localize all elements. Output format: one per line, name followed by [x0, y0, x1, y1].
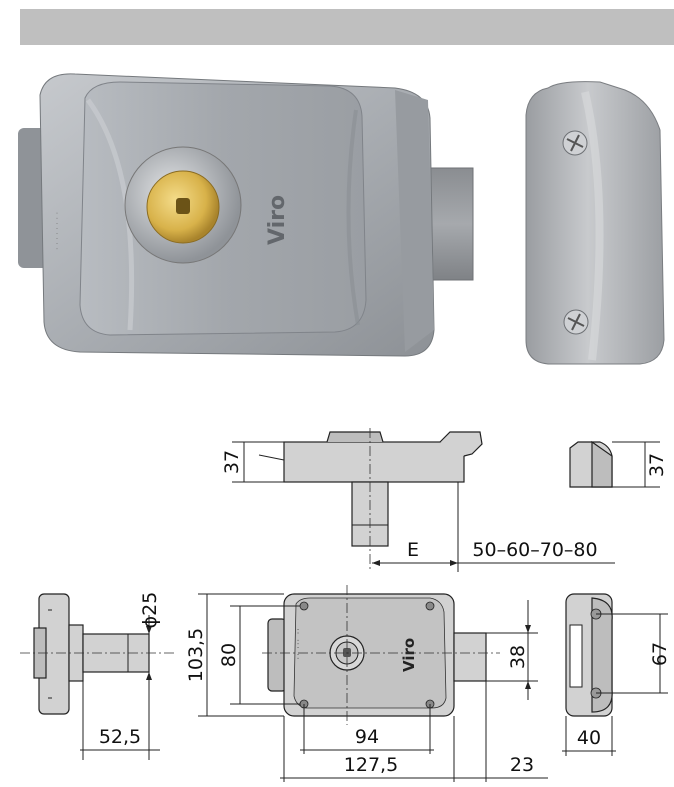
- dim-front-width-inner: 94: [355, 726, 379, 748]
- dim-cylinder-diameter: ϕ25: [139, 592, 161, 629]
- dim-keeper-height: 37: [646, 453, 668, 477]
- dim-bolt-height: 38: [507, 645, 529, 669]
- keyway: [176, 198, 190, 214]
- dim-front-height-inner: 80: [218, 643, 240, 667]
- top-view: 37 E 50–60–70–80: [221, 428, 615, 572]
- dim-bolt-projection: 23: [510, 754, 534, 776]
- dim-top-height: 37: [221, 450, 243, 474]
- svg-text:· · · · · · · ·: · · · · · · · ·: [53, 212, 62, 250]
- dim-backset-label: E: [407, 539, 419, 561]
- lock-brand-text: Viro: [265, 195, 290, 245]
- dim-front-width-total: 127,5: [344, 754, 398, 776]
- front-view: Viro ·· ··· ·· 103,5 80 94 127,5 23: [185, 585, 548, 782]
- keeper-photo: [525, 81, 665, 365]
- dim-backset-options: 50–60–70–80: [472, 539, 597, 561]
- plate-brand-text: Viro: [400, 638, 418, 672]
- keeper-top-view: 37: [569, 440, 668, 488]
- keeper-body: [525, 81, 665, 365]
- svg-text:·· ··· ··: ·· ··· ··: [295, 627, 302, 660]
- header-bar: [20, 9, 674, 45]
- lock-side: [395, 90, 434, 352]
- lock-photo: Viro · · · · · · · ·: [18, 73, 474, 357]
- dim-keeper-width: 40: [577, 727, 601, 749]
- side-view: ϕ25 52,5: [20, 592, 175, 760]
- dim-side-projection: 52,5: [99, 726, 141, 748]
- keeper-front-view: 67 40: [562, 593, 671, 756]
- dim-front-height-total: 103,5: [185, 628, 207, 682]
- dim-keeper-inner-height: 67: [649, 642, 671, 666]
